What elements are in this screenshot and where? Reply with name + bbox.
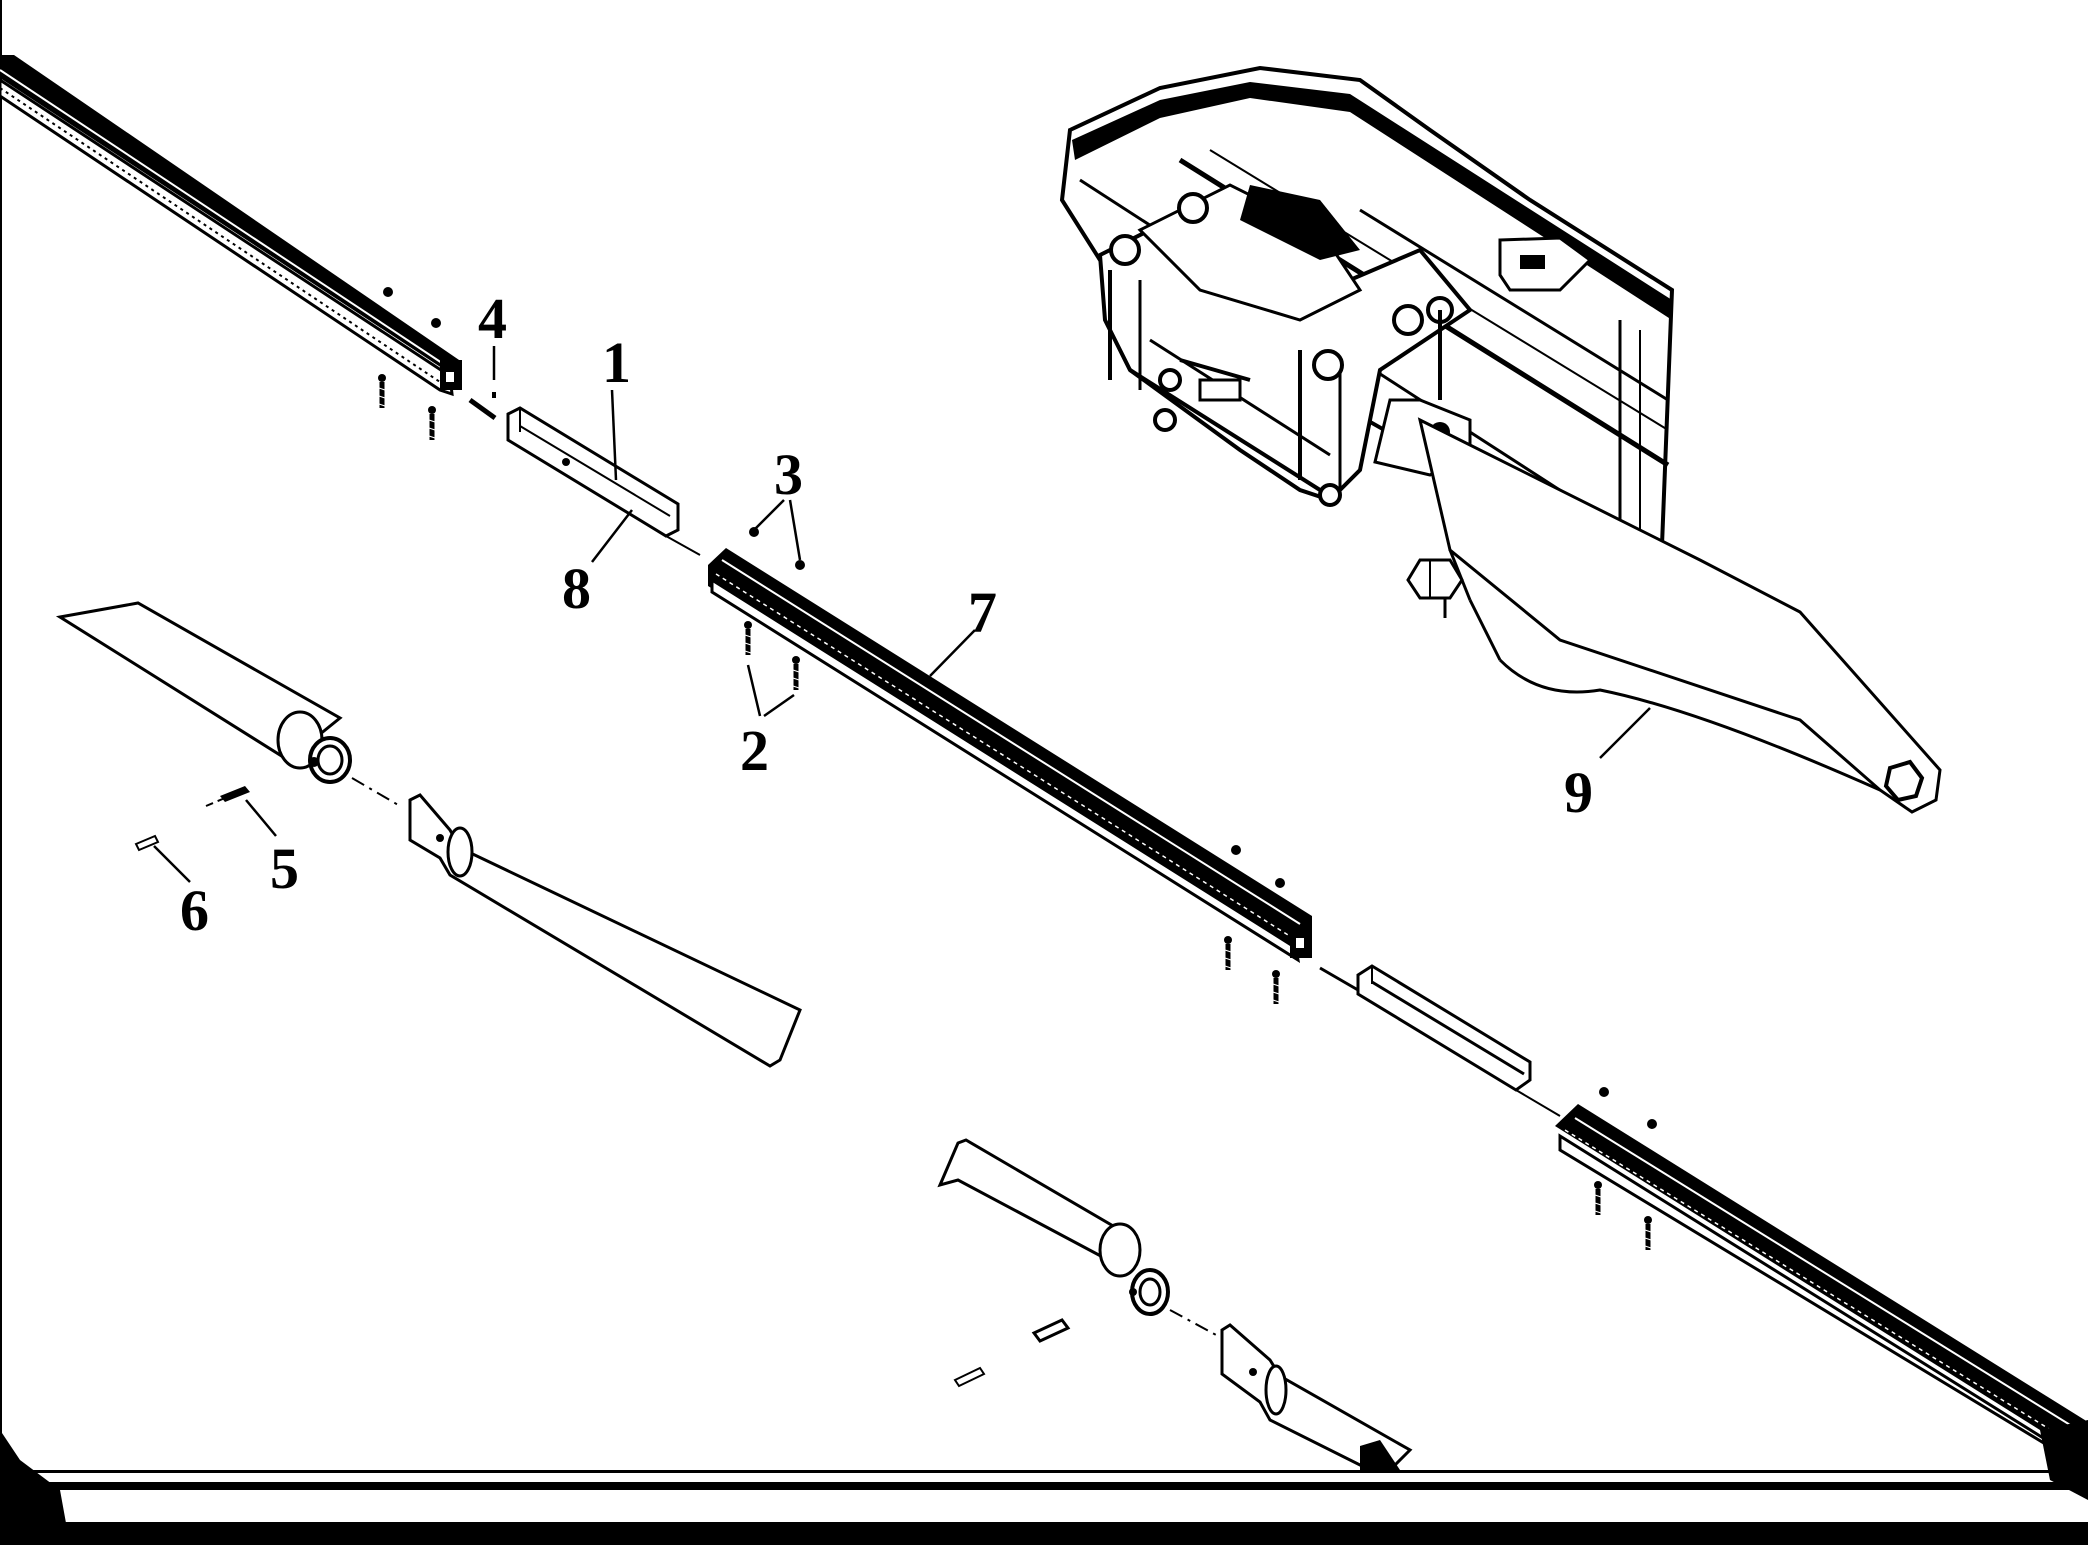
leader-lines	[153, 346, 1651, 883]
callout-2: 2	[740, 718, 769, 783]
callout-7: 7	[968, 580, 997, 645]
bolts-main-left	[744, 527, 805, 690]
callout-9: 9	[1564, 760, 1593, 825]
callout-8: 8	[562, 556, 591, 621]
coupling-block-lower	[1319, 964, 1561, 1117]
drive-assembly-detail	[1059, 65, 1942, 814]
rail-main	[708, 548, 1312, 964]
base-lines	[0, 1420, 2088, 1545]
coupling-block-upper	[506, 406, 701, 556]
bolts-upper-left	[378, 287, 441, 440]
callout-1: 1	[602, 330, 631, 395]
bolts-lower-right	[1594, 1087, 1657, 1250]
callout-5: 5	[270, 836, 299, 901]
shaft-assembly-upper	[55, 601, 802, 1068]
callout-6: 6	[180, 878, 209, 943]
bolts-main-right	[1224, 845, 1285, 1004]
rail-lower-right	[1555, 1104, 2088, 1470]
rail-upper-left	[0, 55, 462, 397]
callouts: 1 2 3 4 5 6 7 8 9	[180, 286, 1593, 943]
callout-3: 3	[774, 442, 803, 507]
callout-4: 4	[478, 286, 507, 351]
shaft-assembly-lower	[937, 1138, 1413, 1472]
